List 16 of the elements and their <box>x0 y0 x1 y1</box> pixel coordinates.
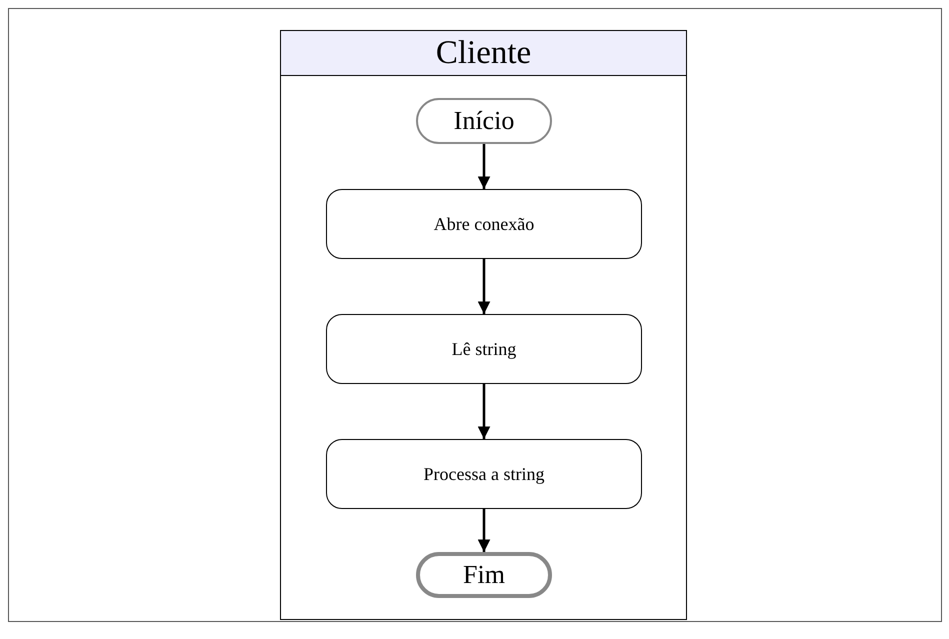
node-label: Abre conexão <box>434 214 534 234</box>
node-label: Processa a string <box>424 464 544 484</box>
arrow <box>478 509 490 552</box>
node-label: Início <box>454 106 514 136</box>
arrow <box>478 259 490 314</box>
terminal-pill <box>416 98 552 144</box>
arrow <box>478 384 490 439</box>
arrow <box>478 144 490 189</box>
terminal-pill <box>416 552 552 598</box>
lane-title: Cliente <box>281 31 686 76</box>
process-box <box>326 439 642 509</box>
node-label: Fim <box>463 560 505 590</box>
process-box <box>326 314 642 384</box>
node-label: Lê string <box>452 338 516 360</box>
process-box <box>326 189 642 259</box>
swimlane <box>280 30 687 620</box>
